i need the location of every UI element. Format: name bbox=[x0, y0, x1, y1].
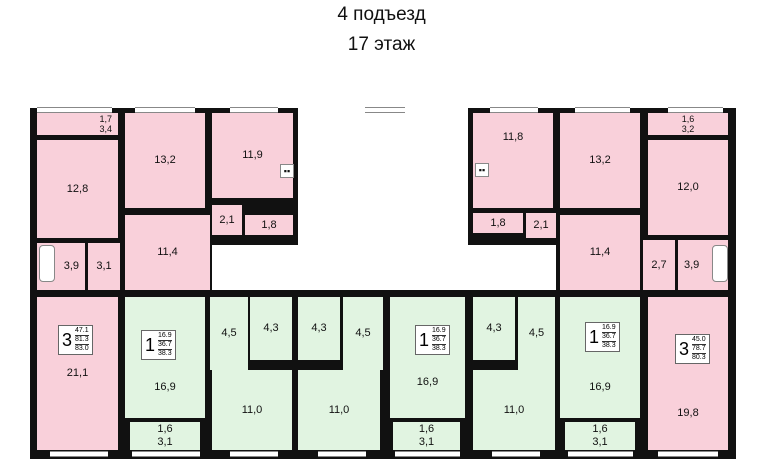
window bbox=[658, 451, 718, 457]
window bbox=[490, 107, 538, 113]
room-bathroom: 4,3 bbox=[473, 297, 515, 360]
room-count: 3 bbox=[62, 329, 73, 350]
total-area: 36.7 bbox=[432, 336, 446, 345]
total-area: 81.3 bbox=[75, 336, 89, 345]
room-balcony: 1,6 3,1 bbox=[393, 422, 460, 450]
room-bathroom: 4,3 bbox=[250, 297, 292, 360]
room-count: 1 bbox=[419, 329, 430, 350]
room-count: 1 bbox=[589, 326, 600, 347]
living-area: 16.9 bbox=[158, 332, 172, 341]
room-living: 16,9 bbox=[560, 297, 640, 418]
room-living: 19,8 bbox=[648, 297, 728, 450]
window bbox=[318, 451, 366, 457]
total-area: 78.7 bbox=[692, 345, 706, 354]
full-area: 83.0 bbox=[75, 345, 89, 352]
floor-title: 17 этаж bbox=[347, 34, 416, 55]
room-bedroom: 12,0 bbox=[648, 140, 728, 235]
window bbox=[50, 451, 108, 457]
room-living: 21,1 bbox=[37, 297, 118, 450]
bathtub-icon bbox=[712, 245, 728, 282]
room-corridor: 2,7 bbox=[643, 240, 675, 290]
window bbox=[37, 107, 112, 113]
room-wc: 1,8 bbox=[245, 215, 293, 235]
room-kitchen: 11,0 bbox=[212, 370, 292, 450]
room-count: 3 bbox=[679, 338, 690, 359]
room-bathroom: 4,3 bbox=[298, 297, 340, 360]
window bbox=[568, 451, 633, 457]
full-area: 38.3 bbox=[602, 342, 616, 349]
room-wc: 1,8 bbox=[473, 213, 523, 233]
window bbox=[132, 451, 200, 457]
room-kitchen: 11,9 bbox=[212, 113, 293, 198]
room-kitchen: 11,8 bbox=[473, 113, 553, 208]
living-area: 45.0 bbox=[692, 336, 706, 345]
room-corridor: 3,1 bbox=[88, 243, 120, 290]
living-area: 16.9 bbox=[602, 324, 616, 333]
room-balcony: 1,7 3,4 bbox=[37, 113, 118, 135]
window bbox=[492, 451, 540, 457]
room-balcony: 1,6 3,1 bbox=[130, 422, 200, 450]
room-bedroom: 12,8 bbox=[37, 140, 118, 238]
room-count: 1 bbox=[145, 334, 156, 355]
window bbox=[668, 107, 723, 113]
window bbox=[575, 107, 630, 113]
room-kitchen: 11,0 bbox=[473, 370, 555, 450]
room-balcony: 1,6 3,1 bbox=[565, 422, 635, 450]
room-hall: 4,5 bbox=[518, 297, 555, 370]
room-balcony: 1,6 3,2 bbox=[648, 113, 728, 135]
living-area: 47.1 bbox=[75, 327, 89, 336]
room-hall: 2,1 bbox=[526, 213, 556, 238]
stove-icon: ▪▪ bbox=[280, 164, 294, 178]
room-hallway: 11,4 bbox=[560, 215, 640, 290]
living-area: 16.9 bbox=[432, 327, 446, 336]
room-hall: 2,1 bbox=[212, 205, 242, 235]
room-bedroom: 13,2 bbox=[125, 113, 205, 208]
room-kitchen: 11,0 bbox=[298, 370, 380, 450]
room-hall: 4,5 bbox=[343, 297, 383, 370]
window bbox=[395, 451, 460, 457]
entrance-title: 4 подъезд bbox=[337, 4, 426, 25]
stair-core bbox=[298, 108, 468, 246]
room-living: 16,9 bbox=[390, 297, 465, 418]
window bbox=[230, 107, 278, 113]
room-bedroom: 13,2 bbox=[560, 113, 640, 208]
window bbox=[230, 451, 278, 457]
room-hall: 4,5 bbox=[210, 297, 248, 370]
total-area: 36.7 bbox=[602, 333, 616, 342]
full-area: 38.3 bbox=[158, 350, 172, 357]
window bbox=[365, 107, 405, 113]
full-area: 38.3 bbox=[432, 345, 446, 352]
full-area: 80.3 bbox=[692, 354, 706, 361]
window bbox=[135, 107, 195, 113]
corridor bbox=[212, 245, 556, 290]
bathtub-icon bbox=[39, 245, 55, 282]
total-area: 36.7 bbox=[158, 341, 172, 350]
room-hallway: 11,4 bbox=[125, 215, 210, 290]
stove-icon: ▪▪ bbox=[475, 163, 489, 177]
